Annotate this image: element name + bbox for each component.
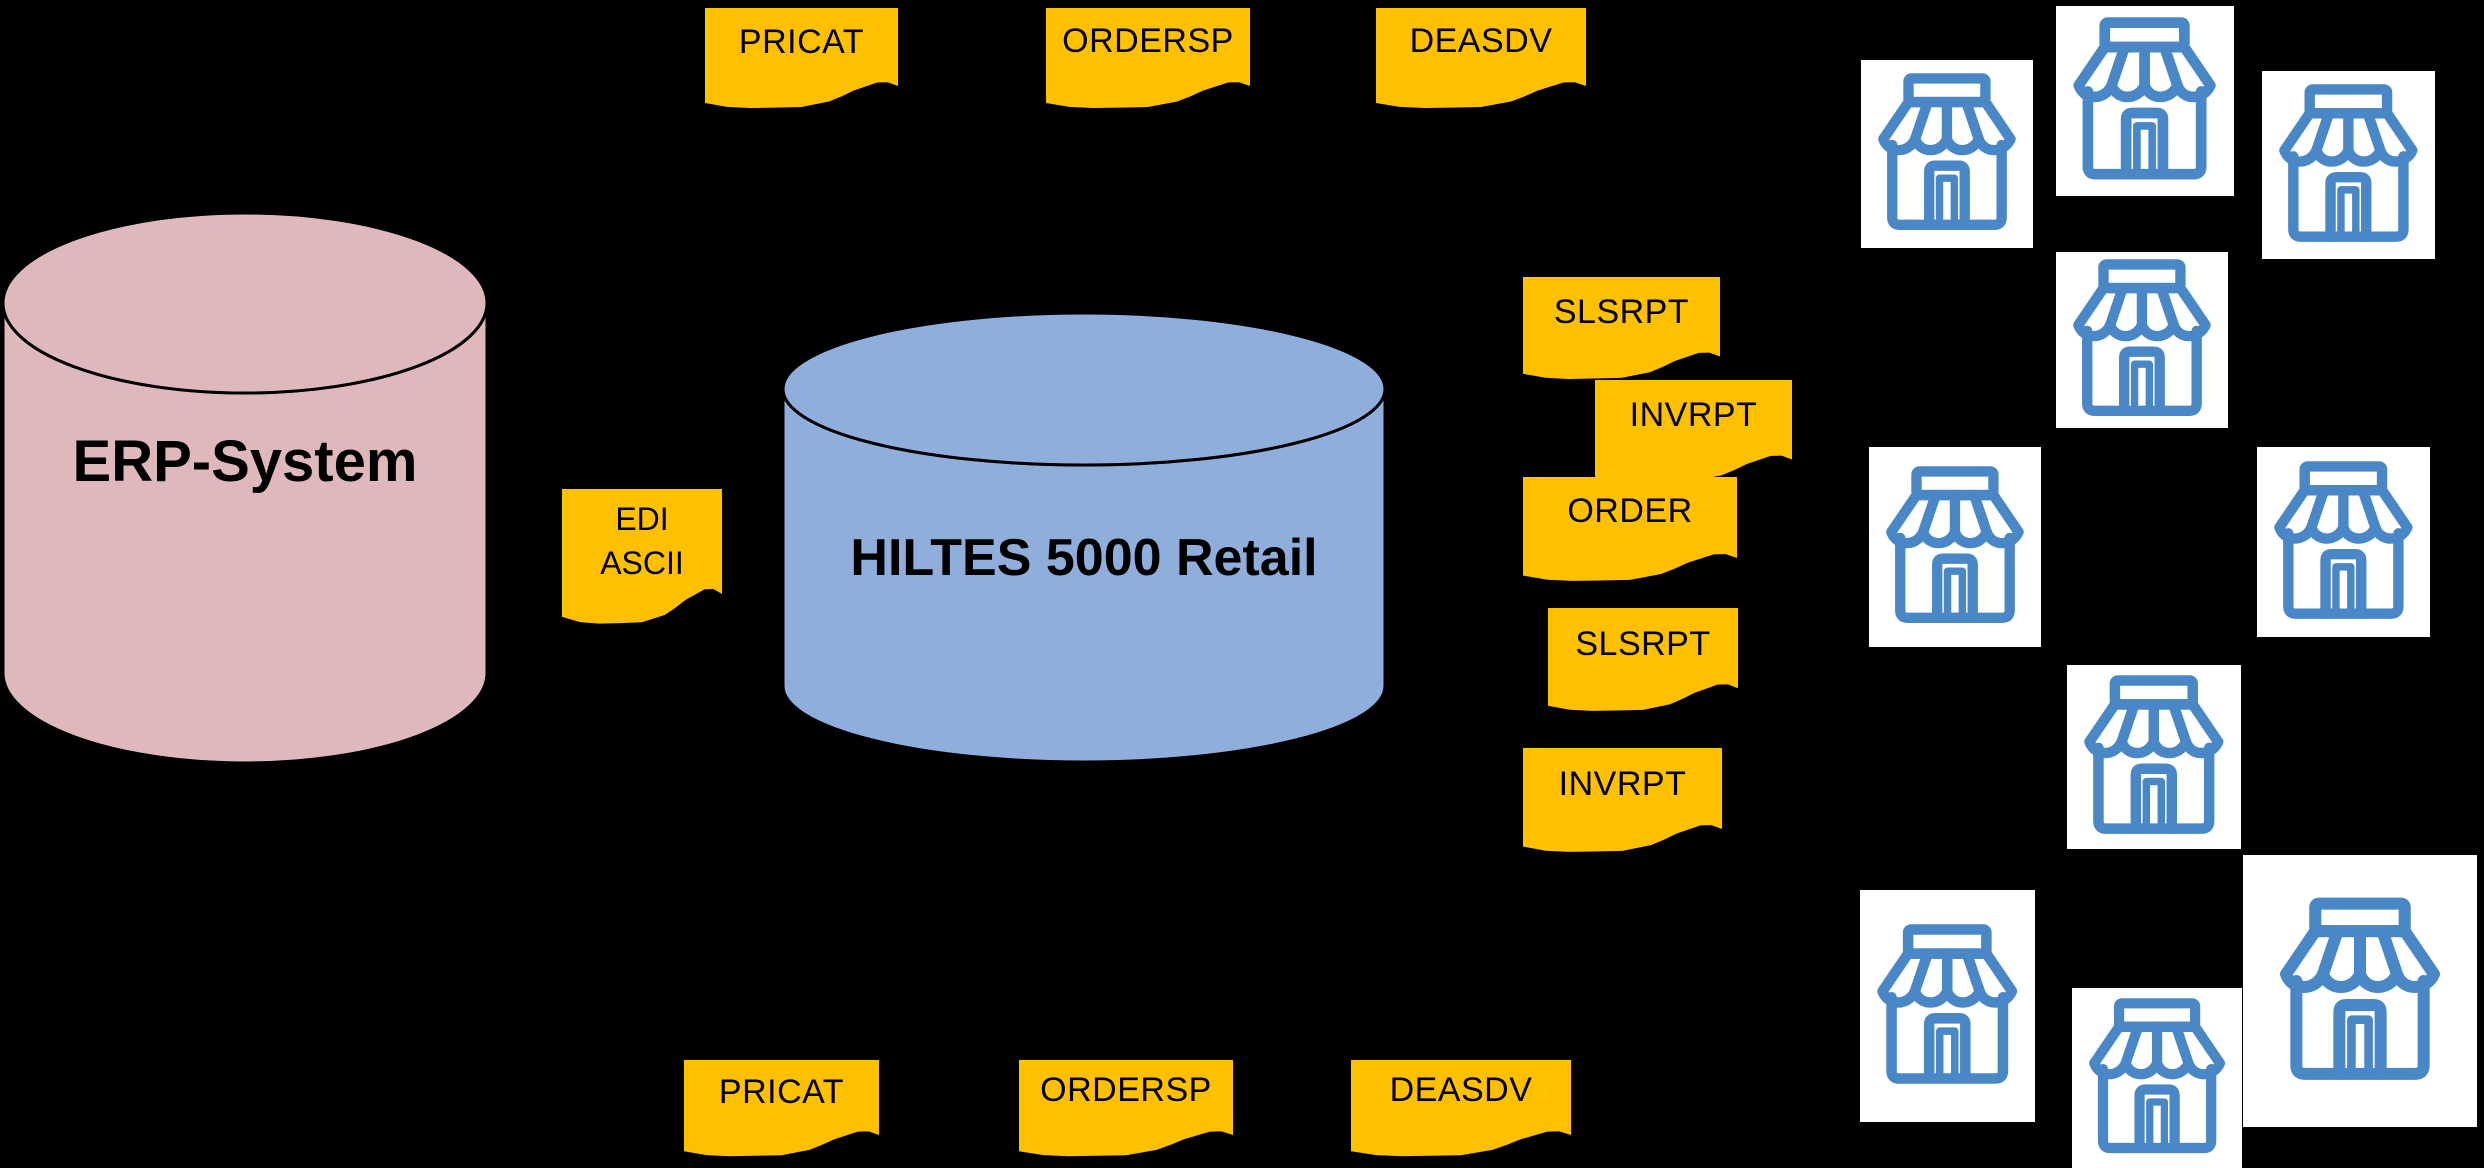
store-location [1860, 890, 2035, 1122]
store-location [2056, 252, 2228, 428]
store-location [2072, 988, 2242, 1168]
hiltes-5000-retail-cylinder: HILTES 5000 Retail [780, 310, 1388, 765]
note-label: ORDERSP [1062, 22, 1234, 61]
edi-note-line1: EDI [615, 501, 669, 538]
note-label: SLSRPT [1553, 292, 1690, 331]
note-label: INVRPT [1629, 395, 1758, 434]
storefront-icon [2073, 259, 2211, 417]
storefront-icon [1878, 73, 2016, 231]
storefront-icon [2280, 897, 2440, 1080]
note-pricat-bottom: PRICAT [684, 1060, 879, 1157]
store-location [2257, 447, 2430, 637]
edi-ascii-note: EDI ASCII [562, 489, 722, 624]
erp-system-label: ERP-System [72, 429, 418, 494]
note-label: DEASDV [1409, 21, 1553, 60]
database-cylinder-shape [781, 311, 1387, 764]
note-invrpt-right-1: INVRPT [1595, 380, 1792, 482]
note-label: SLSRPT [1575, 624, 1711, 663]
store-location [1869, 447, 2041, 647]
note-label: ORDERSP [1040, 1071, 1212, 1110]
database-cylinder-shape [1, 211, 489, 765]
storefront-icon [1877, 923, 2018, 1084]
store-location [1861, 60, 2033, 248]
store-location [2262, 71, 2435, 259]
note-order-right: ORDER [1523, 477, 1737, 581]
storefront-icon [1886, 466, 2024, 624]
storefront-icon [2279, 83, 2418, 242]
note-pricat-top: PRICAT [705, 8, 898, 109]
note-label: DEASDV [1389, 1070, 1533, 1109]
note-invrpt-right-2: INVRPT [1523, 748, 1722, 852]
edi-note-line2: ASCII [600, 545, 684, 582]
storefront-icon [2089, 998, 2225, 1154]
store-location [2067, 665, 2241, 849]
storefront-icon [2084, 675, 2224, 835]
note-slsrpt-right-2: SLSRPT [1548, 608, 1738, 711]
note-slsrpt-right-1: SLSRPT [1523, 277, 1720, 379]
storefront-icon [2073, 17, 2217, 180]
storefront-icon [2274, 460, 2413, 619]
note-label: PRICAT [718, 1072, 845, 1111]
note-label: PRICAT [738, 23, 865, 62]
note-label: INVRPT [1558, 764, 1687, 803]
store-location [2056, 6, 2234, 196]
store-location [2243, 855, 2477, 1127]
note-ordersp-top: ORDERSP [1046, 8, 1250, 109]
note-deasdv-bottom: DEASDV [1351, 1060, 1571, 1157]
note-label: ORDER [1567, 492, 1693, 531]
note-ordersp-bottom: ORDERSP [1019, 1060, 1233, 1157]
note-deasdv-top: DEASDV [1376, 8, 1586, 109]
edi-ascii-note-text: EDI ASCII [600, 497, 684, 585]
erp-system-cylinder: ERP-System [0, 210, 490, 766]
hiltes-5000-retail-label: HILTES 5000 Retail [850, 529, 1318, 587]
